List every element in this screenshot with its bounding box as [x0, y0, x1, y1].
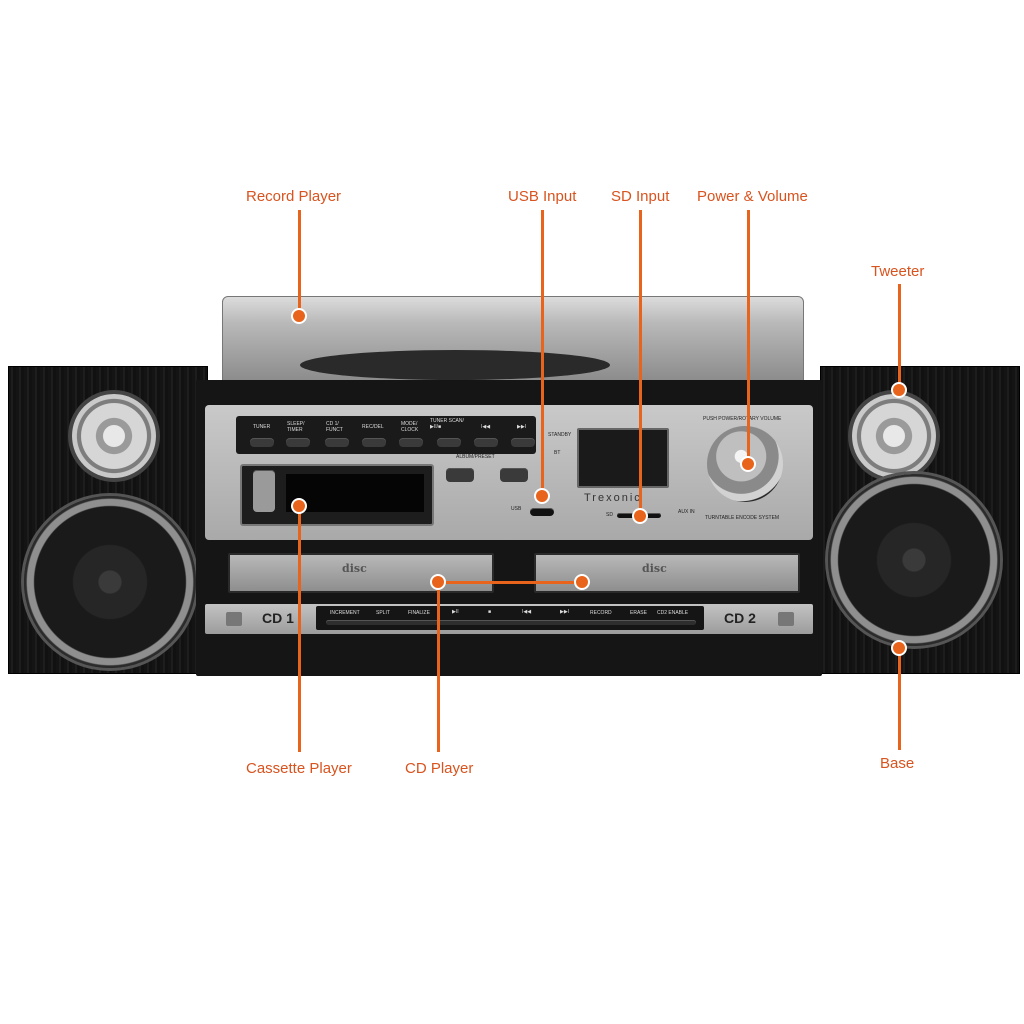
mode-clock-button-label: MODE/ CLOCK: [401, 421, 419, 433]
cd2-enable-label: CD2 ENABLE: [657, 610, 689, 616]
album-preset-label: ALBUM/PRESET: [456, 454, 495, 460]
next-track-button[interactable]: [511, 438, 535, 447]
lcd-display: [577, 428, 669, 488]
increment-label: INCREMENT: [330, 610, 360, 616]
sd-input-leader: [639, 210, 642, 516]
right-speaker: [820, 366, 1020, 674]
usb-input-label: USB Input: [508, 188, 577, 205]
right-woofer: [828, 474, 1000, 646]
sd-slot-label: SD: [606, 512, 613, 518]
cd-control-buttons[interactable]: [326, 620, 696, 625]
cassette-player-leader: [298, 506, 301, 752]
top-button-strip: [236, 416, 536, 454]
aux-in-label: AUX IN: [678, 509, 695, 515]
cd-player-leader: [437, 581, 440, 752]
record-player-dot: [291, 308, 307, 324]
tuner-button[interactable]: [250, 438, 274, 447]
brand-logo: Trexonic: [584, 492, 642, 504]
cd-stop-label: ■: [488, 609, 492, 615]
cd1-funct-button-label: CD 1/ FUNCT: [326, 421, 343, 433]
cd-control-strip: [316, 606, 704, 630]
sleep-timer-button-label: SLEEP/ TIMER: [287, 421, 305, 433]
left-tweeter: [72, 394, 156, 478]
tweeter-leader: [898, 284, 901, 390]
sd-input-label: SD Input: [611, 188, 670, 205]
cd1-tray[interactable]: [228, 553, 494, 593]
cd-player-bridge-leader: [437, 581, 581, 584]
right-tweeter: [852, 394, 936, 478]
cd1-disc-logo: disc: [342, 562, 367, 575]
prev-button-label: I◀◀: [481, 424, 491, 430]
cd-play-pause-label: ▶II: [452, 609, 459, 615]
mode-clock-button[interactable]: [399, 438, 423, 447]
bt-label: BT: [554, 450, 561, 456]
album-up-button[interactable]: [500, 468, 528, 482]
encode-system-label: TURNTABLE ENCODE SYSTEM: [705, 515, 780, 521]
tuner-button-label: TUNER: [253, 424, 271, 430]
cassette-player-label: Cassette Player: [246, 760, 352, 777]
turntable-platter: [300, 350, 610, 380]
erase-label: ERASE: [630, 610, 647, 616]
rec-del-button-label: REC/DEL: [362, 424, 384, 430]
tweeter-dot: [891, 382, 907, 398]
tweeter-label: Tweeter: [871, 263, 925, 280]
base-dot: [891, 640, 907, 656]
play-pause-button[interactable]: [437, 438, 461, 447]
prev-track-button[interactable]: [474, 438, 498, 447]
left-speaker: [8, 366, 208, 674]
cassette-slot[interactable]: [286, 474, 424, 512]
cassette-eject-button[interactable]: [253, 470, 275, 512]
tuner-scan-button-label: TUNER SCAN/ ▶II/■: [430, 418, 464, 430]
next-button-label: ▶▶I: [517, 424, 527, 430]
cd-next-label: ▶▶I: [560, 609, 570, 615]
standby-label: STANDBY: [548, 432, 572, 438]
power-volume-dot: [740, 456, 756, 472]
cd1-player-dot: [430, 574, 446, 590]
sd-input-dot: [632, 508, 648, 524]
cd2-player-dot: [574, 574, 590, 590]
record-label: RECORD: [590, 610, 612, 616]
usb-port[interactable]: [530, 508, 554, 516]
cd-prev-label: I◀◀: [522, 609, 532, 615]
cassette-player-dot: [291, 498, 307, 514]
base-leader: [898, 648, 901, 750]
knob-label: PUSH POWER/ROTARY VOLUME: [703, 416, 782, 422]
power-volume-label: Power & Volume: [697, 188, 808, 205]
sleep-timer-button[interactable]: [286, 438, 310, 447]
base-label: Base: [880, 755, 915, 772]
usb-input-leader: [541, 210, 544, 496]
split-label: SPLIT: [376, 610, 390, 616]
left-woofer: [24, 496, 196, 668]
album-down-button[interactable]: [446, 468, 474, 482]
cd2-eject-button[interactable]: [778, 612, 794, 626]
power-volume-leader: [747, 210, 750, 464]
finalize-label: FINALIZE: [408, 610, 430, 616]
cd2-tray[interactable]: [534, 553, 800, 593]
record-player-leader: [298, 210, 301, 316]
cd1-eject-button[interactable]: [226, 612, 242, 626]
cd1-funct-button[interactable]: [325, 438, 349, 447]
usb-input-dot: [534, 488, 550, 504]
cd2-label: CD 2: [724, 610, 756, 626]
cd2-disc-logo: disc: [642, 562, 667, 575]
rec-del-button[interactable]: [362, 438, 386, 447]
record-player-label: Record Player: [246, 188, 342, 205]
usb-port-label: USB: [511, 506, 522, 512]
cd-player-label: CD Player: [405, 760, 474, 777]
cd1-label: CD 1: [262, 610, 294, 626]
